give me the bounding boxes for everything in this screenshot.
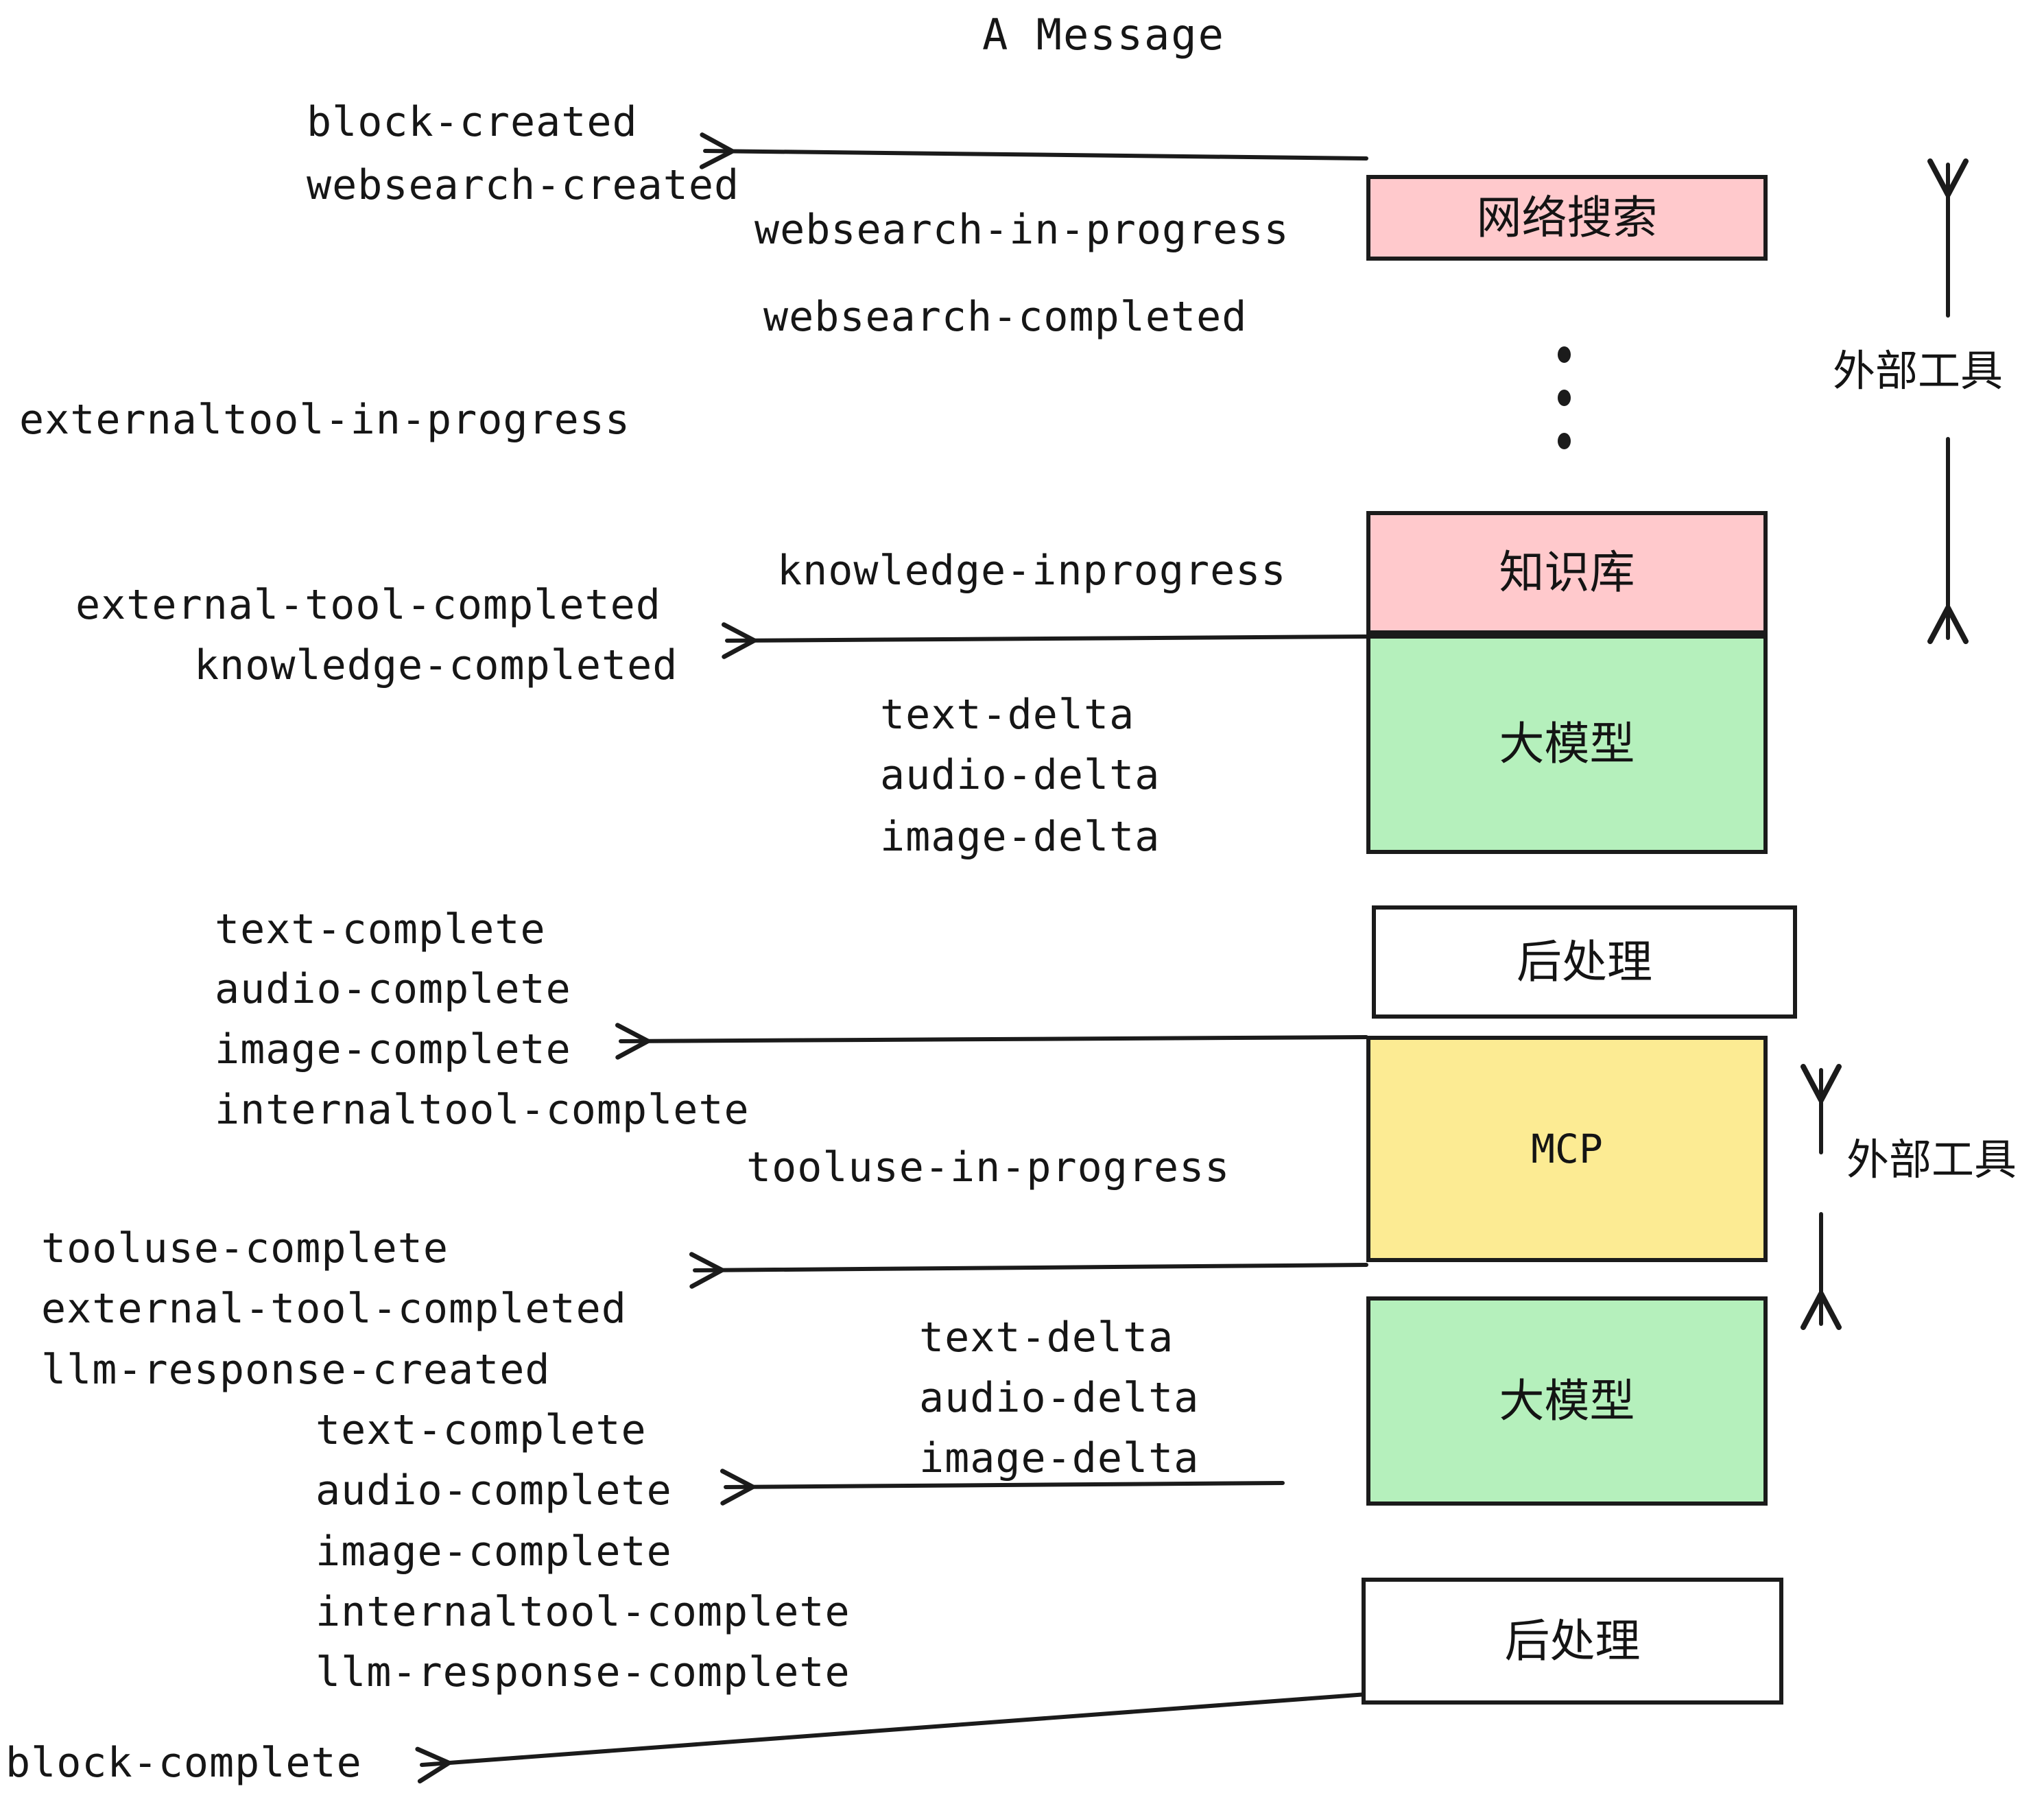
group-label-external-tool-top: 外部工具 (1833, 346, 2004, 396)
arrow-postprocess1-to-image-complete (615, 1023, 1368, 1060)
event-image-complete-1: image-complete (215, 1025, 571, 1073)
event-external-tool-completed-2: external-tool-completed (41, 1285, 627, 1333)
box-websearch[interactable]: 网络搜索 (1366, 175, 1768, 261)
arrow-mcp-to-tooluse-complete (689, 1252, 1368, 1289)
event-image-delta-1: image-delta (880, 813, 1161, 861)
event-websearch-created: websearch-created (307, 161, 740, 209)
ellipsis-dot (1557, 433, 1571, 449)
event-tooluse-in-progress: tooluse-in-progress (746, 1143, 1231, 1191)
group-label-external-tool-bottom: 外部工具 (1846, 1135, 2017, 1185)
event-tooluse-complete: tooluse-complete (41, 1224, 449, 1272)
event-external-tool-completed-1: external-tool-completed (75, 581, 661, 629)
ellipsis-dot (1557, 390, 1571, 406)
box-mcp[interactable]: MCP (1366, 1036, 1768, 1262)
event-knowledge-completed: knowledge-completed (194, 641, 678, 689)
box-postprocess-1-label: 后处理 (1517, 935, 1652, 988)
event-llm-response-created: llm-response-created (41, 1346, 551, 1394)
event-text-complete-2: text-complete (316, 1406, 647, 1454)
event-websearch-in-progress: websearch-in-progress (754, 206, 1290, 254)
arrow-llm2-to-audio-complete (720, 1469, 1285, 1506)
arrow-websearch-to-created (699, 132, 1368, 169)
arrow-knowledge-to-completed (721, 622, 1368, 659)
event-knowledge-inprogress: knowledge-inprogress (777, 547, 1287, 595)
box-websearch-label: 网络搜索 (1476, 191, 1658, 244)
event-text-delta-1: text-delta (880, 691, 1135, 739)
box-postprocess-2[interactable]: 后处理 (1362, 1578, 1783, 1705)
vertical-ellipsis (1557, 346, 1571, 449)
event-internaltool-complete-2: internaltool-complete (316, 1588, 851, 1636)
box-llm-2-label: 大模型 (1499, 1374, 1635, 1427)
event-llm-response-complete: llm-response-complete (316, 1648, 851, 1696)
event-audio-delta-1: audio-delta (880, 751, 1161, 799)
event-audio-complete-1: audio-complete (215, 965, 571, 1013)
box-knowledge[interactable]: 知识库 (1366, 511, 1768, 634)
event-image-delta-2: image-delta (919, 1434, 1200, 1482)
ellipsis-dot (1557, 346, 1571, 363)
event-internaltool-complete-1: internaltool-complete (215, 1086, 750, 1134)
event-image-complete-2: image-complete (316, 1528, 672, 1576)
box-llm-1[interactable]: 大模型 (1366, 634, 1768, 854)
box-postprocess-2-label: 后处理 (1504, 1614, 1641, 1667)
page-title: A Message (982, 10, 1225, 60)
event-block-complete: block-complete (5, 1739, 362, 1787)
box-llm-1-label: 大模型 (1499, 717, 1635, 770)
event-text-complete-1: text-complete (215, 905, 546, 953)
event-audio-delta-2: audio-delta (919, 1374, 1200, 1422)
event-text-delta-2: text-delta (919, 1314, 1174, 1362)
box-mcp-label: MCP (1531, 1126, 1603, 1172)
event-websearch-completed: websearch-completed (763, 293, 1248, 341)
box-knowledge-label: 知识库 (1499, 546, 1635, 599)
event-externaltool-in-progress: externaltool-in-progress (19, 396, 630, 444)
box-llm-2[interactable]: 大模型 (1366, 1296, 1768, 1506)
event-block-created: block-created (307, 98, 638, 146)
box-postprocess-1[interactable]: 后处理 (1372, 905, 1797, 1019)
arrow-postprocess2-to-block-complete (415, 1692, 1368, 1784)
event-audio-complete-2: audio-complete (316, 1467, 672, 1515)
